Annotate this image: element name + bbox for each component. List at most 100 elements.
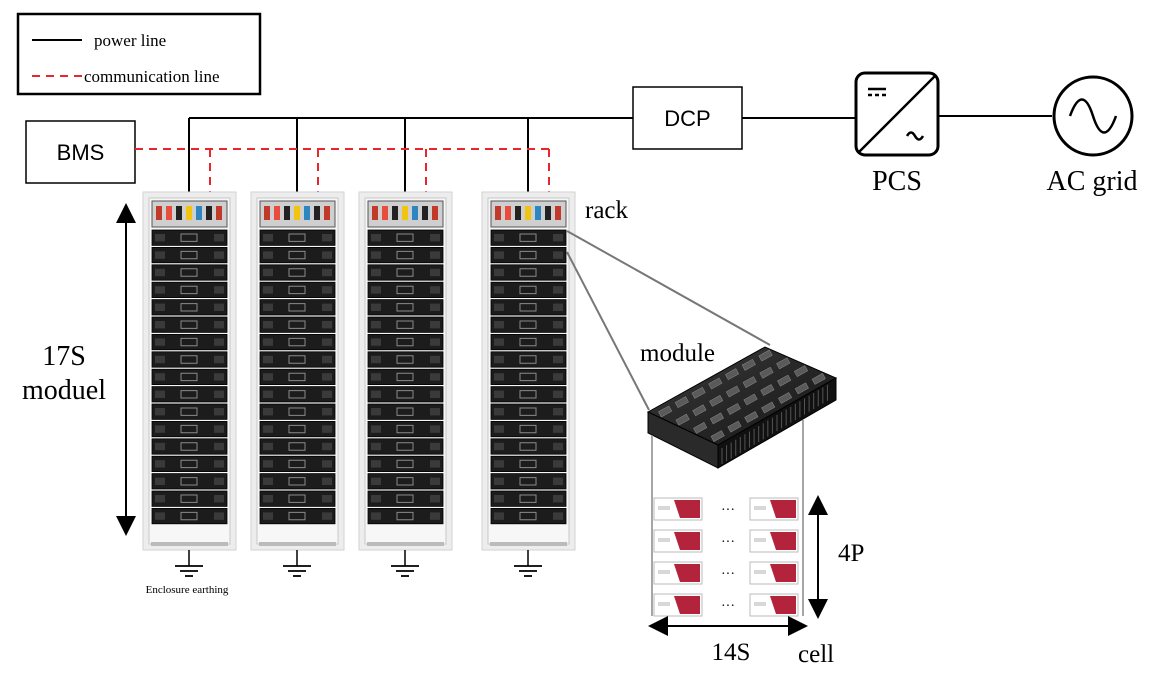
rack-module	[367, 490, 444, 507]
series-cells-arrow: 14S	[648, 616, 808, 666]
rack-module	[367, 264, 444, 281]
rack-module	[490, 420, 567, 438]
rack-module	[367, 420, 444, 438]
series-modules-label-2: moduel	[22, 375, 106, 406]
rack-module	[151, 229, 228, 246]
battery-cell	[749, 593, 799, 617]
rack-module	[490, 333, 567, 351]
battery-cell	[653, 561, 703, 585]
rack-module	[151, 386, 228, 403]
rack-module	[151, 333, 228, 351]
rack-module	[151, 507, 228, 525]
battery-cell	[749, 529, 799, 553]
module-image	[646, 346, 838, 469]
ac-grid-label: AC grid	[1047, 166, 1138, 197]
rack-module	[490, 507, 567, 525]
battery-cell	[653, 497, 703, 521]
cell-ellipsis: ···	[721, 599, 735, 614]
parallel-arrow: 4P	[808, 495, 864, 619]
battery-rack	[358, 191, 453, 551]
rack-module	[367, 281, 444, 299]
earthing-label: Enclosure earthing	[146, 584, 229, 596]
ground-icon	[391, 550, 419, 577]
ground-icon	[514, 550, 542, 577]
legend-power-label: power line	[94, 31, 166, 50]
rack-module	[367, 386, 444, 403]
rack-module	[151, 299, 228, 316]
rack-module	[259, 455, 336, 473]
rack-module	[151, 438, 228, 455]
rack-module	[259, 299, 336, 316]
rack-module	[490, 438, 567, 455]
rack-module	[490, 455, 567, 473]
rack-module	[367, 473, 444, 490]
rack-module	[490, 246, 567, 264]
racks: Enclosure earthing	[142, 191, 576, 596]
rack-module	[259, 264, 336, 281]
rack-module	[490, 229, 567, 246]
module-label: module	[640, 340, 715, 367]
rack-module	[259, 473, 336, 490]
rack-module	[259, 507, 336, 525]
rack-module	[490, 299, 567, 316]
bms-box: BMS	[25, 120, 136, 184]
rack-module	[259, 351, 336, 368]
rack-module	[151, 473, 228, 490]
zoom-lines	[566, 230, 771, 411]
battery-cell	[749, 497, 799, 521]
rack-module	[490, 264, 567, 281]
rack-module	[490, 368, 567, 386]
rack-module	[367, 246, 444, 264]
cells: ············	[653, 497, 799, 617]
pcs-symbol: PCS	[854, 71, 940, 197]
cell-frame	[651, 420, 804, 616]
cell-ellipsis: ···	[721, 503, 735, 518]
dcp-label: DCP	[664, 106, 710, 131]
rack-module	[259, 438, 336, 455]
rack-module	[259, 490, 336, 507]
rack-module	[259, 316, 336, 333]
rack-module	[367, 438, 444, 455]
parallel-label: 4P	[838, 540, 864, 567]
ac-grid-symbol: AC grid	[1047, 75, 1138, 197]
rack-module	[259, 368, 336, 386]
rack-module	[151, 368, 228, 386]
rack-module	[259, 281, 336, 299]
rack-module	[259, 403, 336, 420]
rack-module	[259, 420, 336, 438]
ground-icon	[283, 550, 311, 577]
bms-label: BMS	[57, 140, 105, 165]
series-modules-arrow: 17S moduel	[16, 203, 136, 536]
series-modules-label-1: 17S	[42, 341, 86, 372]
rack-module	[259, 246, 336, 264]
comm-lines	[135, 148, 553, 197]
rack-module	[490, 473, 567, 490]
rack-module	[367, 403, 444, 420]
rack-module	[151, 351, 228, 368]
legend: power line communication line	[16, 12, 262, 96]
legend-frame	[16, 12, 262, 96]
rack-module	[151, 490, 228, 507]
rack-module	[367, 299, 444, 316]
ground-icon	[175, 550, 203, 577]
cell-ellipsis: ···	[721, 567, 735, 582]
battery-cell	[653, 593, 703, 617]
legend-comm-label: communication line	[84, 67, 220, 86]
rack-module	[367, 333, 444, 351]
dcp-box: DCP	[632, 86, 743, 150]
rack-module	[151, 246, 228, 264]
battery-rack	[142, 191, 237, 551]
rack-module	[490, 490, 567, 507]
rack-module	[490, 316, 567, 333]
battery-rack	[250, 191, 345, 551]
rack-module	[367, 229, 444, 246]
rack-module	[151, 281, 228, 299]
rack-module	[151, 264, 228, 281]
rack-label: rack	[585, 197, 629, 224]
power-lines	[188, 115, 1052, 197]
rack-module	[367, 368, 444, 386]
rack-module	[367, 507, 444, 525]
rack-module	[151, 316, 228, 333]
